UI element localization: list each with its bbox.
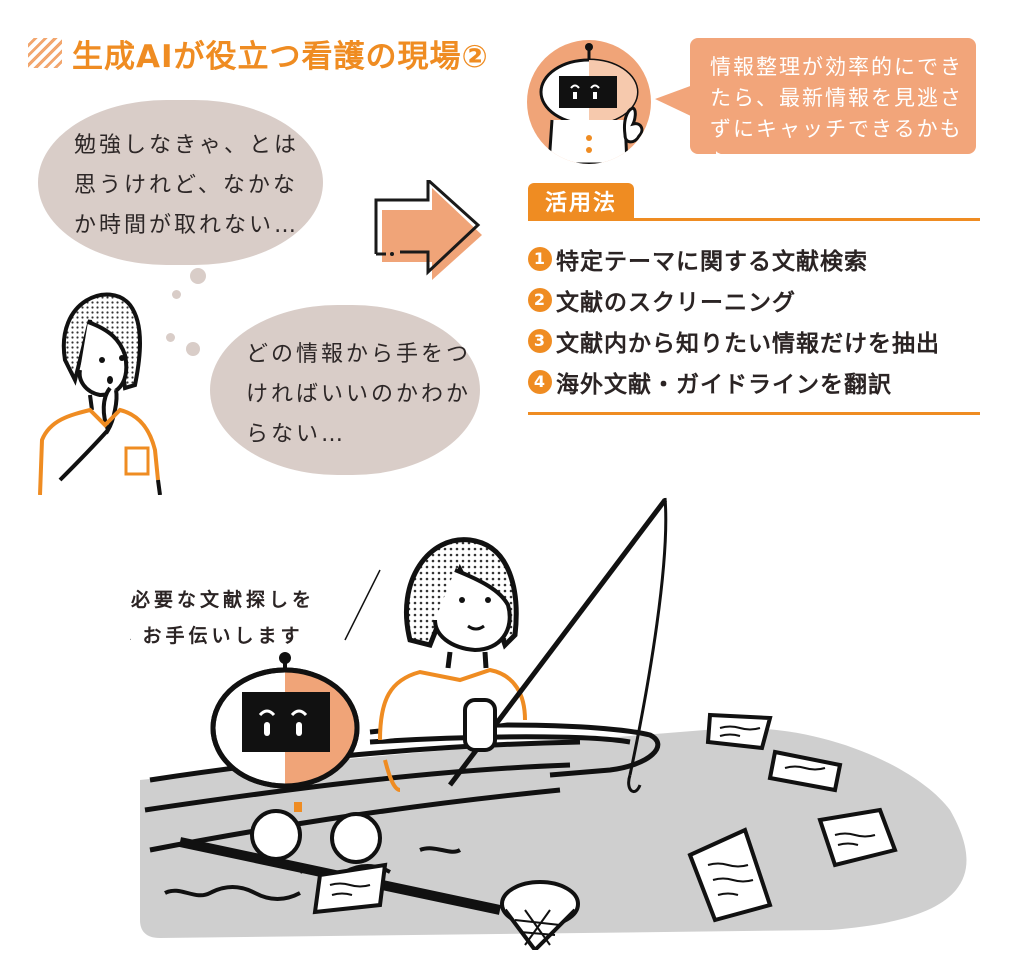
- usage-bottom-rule: [528, 412, 980, 415]
- robot-caption: 必要な文献探しを お手伝いします: [108, 582, 338, 654]
- thought-bubble-2: どの情報から手をつ ければいいのかわか らない…: [210, 305, 480, 475]
- arrow-right-icon: [374, 180, 482, 280]
- fishing-illustration: [130, 497, 967, 950]
- usage-item: 2 文献のスクリーニング: [528, 279, 940, 320]
- speech-line: 情報整理が効率的にでき: [710, 55, 963, 79]
- usage-item: 1 特定テーマに関する文献検索: [528, 238, 940, 279]
- caption-line: 必要な文献探しを: [130, 589, 315, 611]
- usage-item-text: 海外文献・ガイドラインを翻訳: [556, 371, 892, 398]
- thought-line: 思うけれど、なかな: [74, 173, 298, 198]
- thought-dot: [172, 290, 181, 299]
- thought-line: 勉強しなきゃ、とは: [74, 133, 300, 158]
- thought-line: か時間が取れない…: [74, 213, 300, 238]
- usage-item-text: 特定テーマに関する文献検索: [556, 248, 868, 275]
- robot-icon: [539, 43, 644, 164]
- usage-list: 1 特定テーマに関する文献検索 2 文献のスクリーニング 3 文献内から知りたい…: [528, 238, 940, 402]
- thought-line: ければいいのかわか: [246, 382, 472, 407]
- thought-dot: [186, 342, 200, 356]
- thought-dot: [190, 268, 206, 284]
- usage-item-text: 文献のスクリーニング: [556, 289, 796, 316]
- number-badge-icon: 1: [528, 246, 552, 271]
- stripes-icon: [28, 38, 62, 68]
- thought-line: どの情報から手をつ: [246, 342, 472, 367]
- thought-bubble-1: 勉強しなきゃ、とは 思うけれど、なかな か時間が取れない…: [38, 100, 323, 265]
- thought-dot: [166, 333, 175, 342]
- usage-heading: 活用法: [528, 183, 634, 219]
- usage-item-text: 文献内から知りたい情報だけを抽出: [556, 330, 940, 357]
- title-text: 生成AIが役立つ看護の現場②: [72, 38, 489, 75]
- robot-avatar: [527, 40, 651, 164]
- number-badge-icon: 4: [528, 369, 552, 394]
- speech-line: たら、最新情報を見逃さ: [710, 86, 963, 110]
- speech-line: ずにキャッチできるかも♪: [710, 117, 963, 172]
- number-badge-icon: 3: [528, 328, 552, 353]
- speech-tail: [655, 85, 693, 117]
- usage-item: 4 海外文献・ガイドラインを翻訳: [528, 361, 940, 402]
- thought-line: らない…: [246, 422, 347, 447]
- robot-speech-bubble: 情報整理が効率的にでき たら、最新情報を見逃さ ずにキャッチできるかも♪: [690, 38, 976, 172]
- number-badge-icon: 2: [528, 287, 552, 312]
- worried-nurse-illustration: [38, 292, 162, 495]
- usage-top-rule: [528, 218, 980, 221]
- page-title: 生成AIが役立つ看護の現場②: [28, 30, 489, 76]
- caption-line: お手伝いします: [142, 625, 304, 647]
- usage-item: 3 文献内から知りたい情報だけを抽出: [528, 320, 940, 361]
